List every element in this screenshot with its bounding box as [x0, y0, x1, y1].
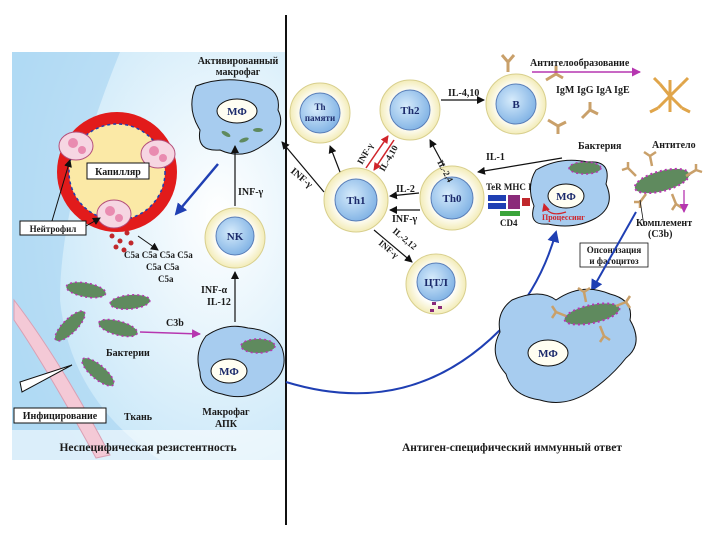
- opsonization-box: [579, 242, 649, 268]
- opsonized-bacterium: [621, 150, 703, 211]
- b-antibodies: [500, 54, 599, 134]
- mf-top-label: МФ: [227, 106, 247, 118]
- phagocyte-nucleus: [527, 339, 569, 367]
- c5a-line-1: C5a C5a C5a C5a: [124, 250, 193, 260]
- neutrophil-label: Нейтрофил: [30, 224, 77, 234]
- bacteria-cluster: [54, 281, 151, 387]
- nk-cell: NK: [204, 207, 266, 269]
- neutrophil-cell-1: [58, 131, 94, 161]
- processing-label: Процессинг: [542, 213, 585, 222]
- neutrophil-pointer-2: [85, 217, 101, 227]
- ctl-label: ЦТЛ: [424, 277, 448, 289]
- th2-label: Th2: [401, 105, 420, 117]
- il-1-label: IL-1: [486, 152, 505, 163]
- complement-label-line-2: (C3b): [648, 229, 672, 240]
- neutrophil-cell-2: [140, 139, 176, 169]
- ctl-cell: ЦТЛ: [405, 253, 467, 315]
- inf-gamma-1-label: INF-γ: [288, 166, 315, 191]
- b-cell: B: [485, 73, 547, 135]
- granules: [109, 230, 134, 253]
- th1-cell: Th1: [323, 167, 389, 233]
- inf-gamma-3-label: INF-γ: [392, 214, 418, 225]
- macrophage-apc-nucleus: [210, 358, 248, 384]
- activated-macrophage-nucleus: [216, 98, 258, 124]
- processing-bacterium: [568, 161, 602, 175]
- th2-to-th1-arrow: [373, 139, 395, 171]
- needle-icon: [19, 364, 73, 393]
- neutrophil-label-box: [19, 220, 87, 236]
- c3b-arrow: [139, 329, 201, 339]
- cd4-label: CD4: [500, 218, 518, 228]
- activated-macrophage-label-line-2: макрофаг: [216, 67, 261, 78]
- left-caption: Неспецифическая резистентность: [59, 442, 236, 454]
- left-caption-band: [12, 430, 287, 460]
- th1-to-th2-arrow: [365, 135, 389, 169]
- mf-processing-label: МФ: [556, 191, 576, 203]
- c5a-line-2: C5a C5a: [146, 262, 180, 272]
- mf-apc-label: МФ: [219, 366, 239, 378]
- c3b-label: C3b: [166, 318, 184, 329]
- c5a-arrow: [137, 235, 159, 251]
- tissue-label: Ткань: [124, 412, 153, 423]
- c5a-line-3: C5a: [158, 274, 174, 284]
- bacteria-right-label: Бактерия: [578, 141, 622, 152]
- th0-to-th2-arrow: [429, 139, 445, 167]
- inf-gamma-2-label: INF-γ: [355, 141, 375, 166]
- th2-cell: Th2: [379, 79, 441, 141]
- complement-label-line-1: Комплемент: [636, 218, 692, 229]
- th0-cell: Th0: [419, 165, 485, 231]
- ig-pentamer: [649, 76, 691, 114]
- antigen-presentation-curve: [285, 230, 560, 395]
- neutrophil-pointer-1: [51, 159, 72, 222]
- right-caption: Антиген-специфический иммунный ответ: [402, 442, 622, 454]
- il-1-arrow: [477, 157, 563, 175]
- antibody-label: Антитело: [652, 140, 696, 151]
- processing-macrophage-nucleus: [547, 183, 585, 209]
- il-4-10-top-label: IL-4,10: [448, 88, 479, 99]
- nk-label: NK: [227, 231, 244, 243]
- phagocytosis-arrow: [591, 211, 637, 292]
- opsonization-label-line-2: и фагоцитоз: [589, 256, 639, 266]
- nk-inf-gamma-label: INF-γ: [238, 187, 264, 198]
- th0-label: Th0: [443, 193, 462, 205]
- th-memory-cell: Th памяти: [289, 82, 351, 144]
- infection-label-box: [13, 407, 107, 424]
- th0-to-th1-arrow: [389, 191, 420, 200]
- complement-pointer: [639, 199, 645, 227]
- b-label: B: [512, 99, 520, 111]
- antibody-formation-label: Антителообразование: [530, 58, 630, 69]
- mf-bottom-label: МФ: [538, 348, 558, 360]
- th1-to-memory-arrow: [328, 145, 341, 173]
- digested-particles: [221, 128, 263, 143]
- th1-to-ctl-arrow: [373, 229, 413, 263]
- tcr-mhc-complex: [488, 195, 530, 216]
- bacteria-label: Бактерии: [106, 348, 150, 359]
- inf-alpha-label: INF-α: [201, 285, 228, 296]
- neutrophil-cell-3: [96, 199, 132, 229]
- phagocytosed-bacterium: [550, 286, 632, 343]
- activated-macrophage-label-line-1: Активированный: [198, 56, 279, 67]
- il-2-label: IL-2: [396, 184, 415, 195]
- processing-arrow: [542, 203, 567, 215]
- activation-arrow: [174, 163, 219, 216]
- capillary-label: Капилляр: [95, 167, 141, 178]
- macrophage-apc-label-line-2: АПК: [215, 419, 238, 430]
- th1-to-macrophage-arrow: [281, 141, 325, 193]
- capillary-label-box: Капилляр: [86, 162, 150, 180]
- ig-classes-label: IgM IgG IgA IgE: [556, 85, 630, 96]
- th1-label: Th1: [347, 195, 366, 207]
- inf-gamma-4-label: INF-γ: [377, 238, 401, 261]
- engulfed-bacterium: [240, 338, 276, 354]
- capillary: Капилляр: [57, 112, 177, 232]
- ter-mhc-label: TeR MHC II: [486, 182, 536, 192]
- th-memory-label-line-2: памяти: [305, 113, 335, 123]
- macrophage-apc-label-line-1: Макрофаг: [202, 407, 250, 418]
- il12-label: IL-12: [207, 297, 231, 308]
- infection-label: Инфицирование: [23, 411, 98, 422]
- th-memory-label-line-1: Th: [314, 102, 325, 112]
